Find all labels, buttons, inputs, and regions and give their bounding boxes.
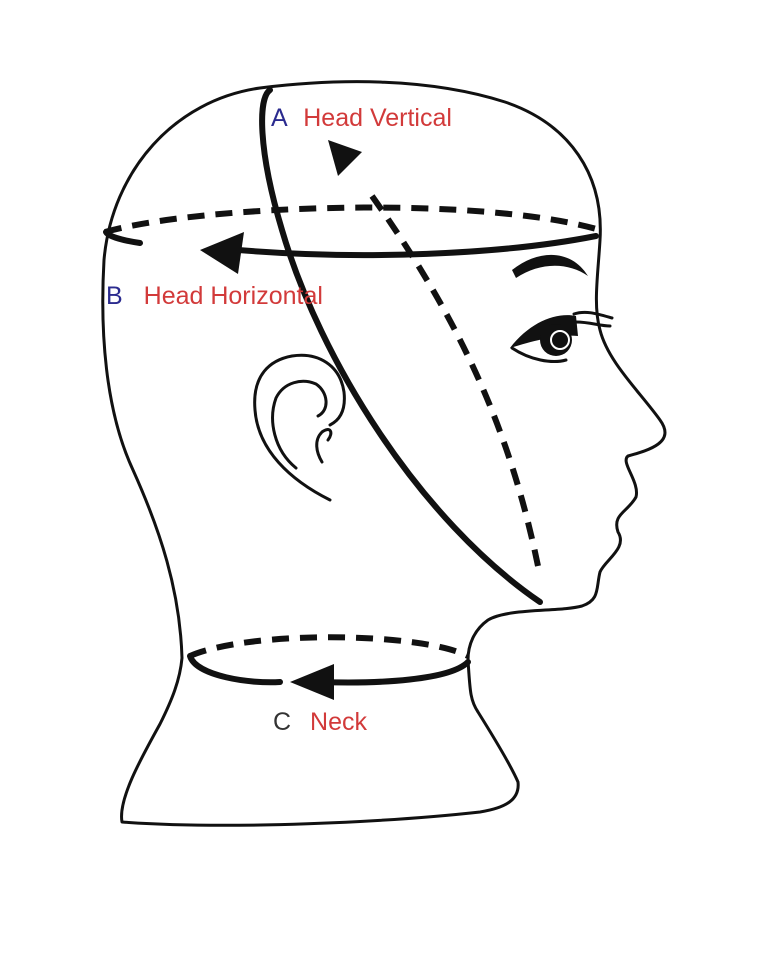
head-horizontal-back-dashes — [104, 204, 601, 235]
label-b-name: Head Horizontal — [144, 282, 323, 310]
eye-lower — [510, 346, 568, 363]
head-horizontal-arrowhead — [200, 232, 244, 274]
eyebrow — [512, 254, 588, 278]
neck-front-line — [187, 653, 283, 686]
ear-lobe-curl — [315, 428, 333, 464]
label-a-letter: A — [271, 104, 288, 132]
neck-arrowhead — [290, 664, 334, 700]
neck-front-line-right — [317, 659, 471, 686]
head-vertical-front-line — [259, 87, 543, 605]
ear-outer — [253, 353, 346, 502]
label-a: A Head Vertical — [271, 104, 452, 132]
ear-inner — [271, 379, 328, 470]
neck-back-dashes — [188, 634, 470, 659]
eyelashes — [572, 310, 614, 328]
head-vertical-dashes — [369, 194, 541, 567]
label-a-name: Head Vertical — [303, 104, 452, 132]
label-b: B Head Horizontal — [106, 282, 323, 310]
label-c: C Neck — [273, 708, 367, 736]
label-c-name: Neck — [310, 708, 367, 736]
eye-highlight — [550, 330, 570, 350]
head-vertical-arrowhead — [328, 140, 362, 176]
eye-iris — [540, 324, 572, 356]
head-horizontal-left-cap — [103, 229, 143, 246]
label-c-letter: C — [273, 708, 291, 736]
head-outline — [101, 80, 667, 827]
label-b-letter: B — [106, 282, 123, 310]
